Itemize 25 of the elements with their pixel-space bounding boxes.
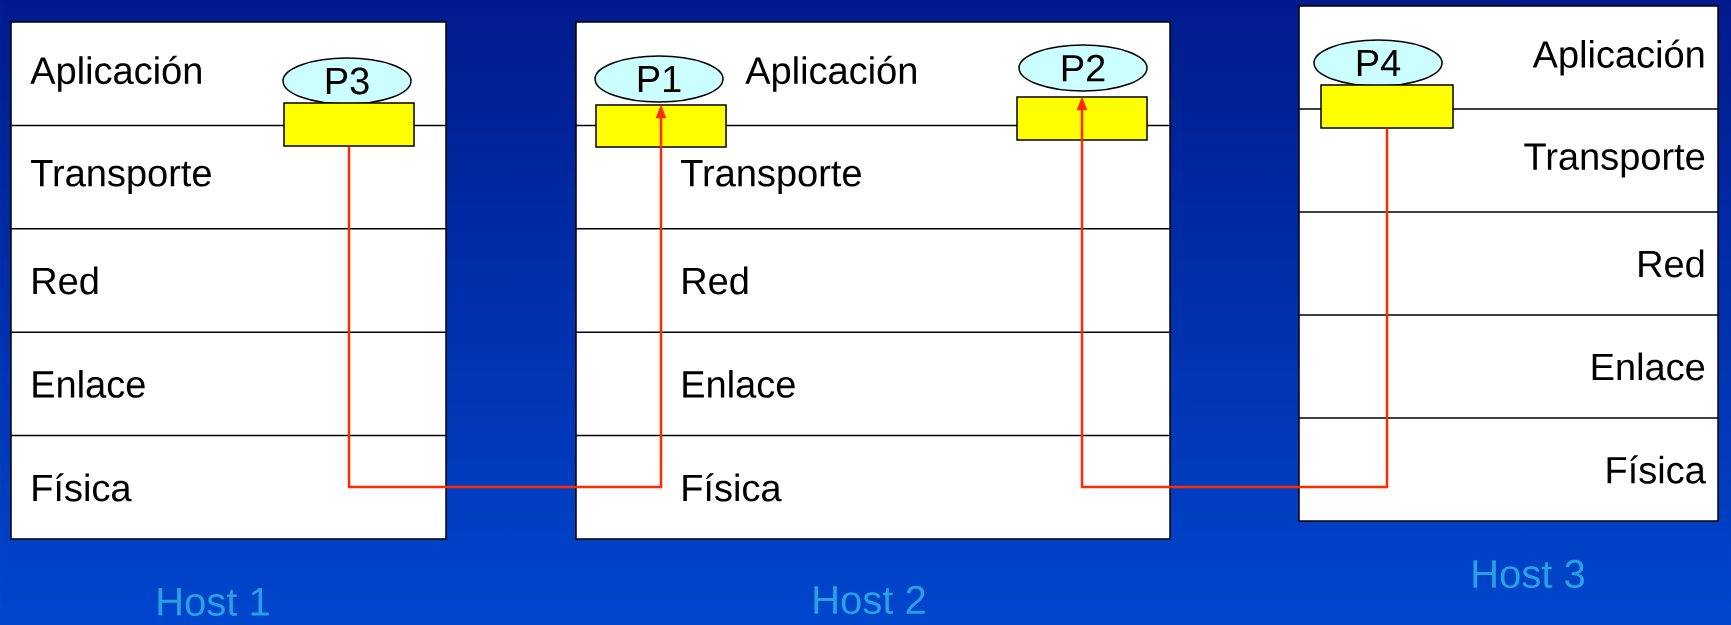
layer-label: Física: [33, 473, 132, 502]
layer-label: Aplicación: [1532, 39, 1704, 76]
layer-label: Enlace: [1592, 352, 1705, 381]
socket-box: [1016, 96, 1148, 141]
layer-label: Física: [683, 473, 782, 502]
layer-label: Red: [33, 266, 98, 295]
layer-label: Transporte: [1524, 143, 1705, 178]
host-box: [575, 21, 1171, 540]
layer-label: Aplicación: [745, 55, 916, 92]
layer-label: Enlace: [33, 369, 145, 398]
socket-box: [283, 102, 415, 147]
layer-label: Transporte: [681, 160, 861, 195]
layer-label: Aplicación: [30, 55, 201, 92]
layer-label: Transporte: [31, 160, 211, 195]
host-box: [10, 21, 447, 540]
layer-label: Red: [1639, 249, 1704, 278]
layer-label: Enlace: [683, 369, 795, 398]
host-label: Host 2: [814, 585, 925, 615]
layer-label: Física: [1607, 455, 1706, 484]
socket-box: [595, 104, 727, 148]
host-label: Host 3: [1473, 559, 1584, 589]
layer-label: Red: [683, 266, 748, 295]
socket-box: [1320, 84, 1454, 129]
host-box: [1298, 5, 1719, 522]
host-label: Host 1: [158, 588, 269, 616]
